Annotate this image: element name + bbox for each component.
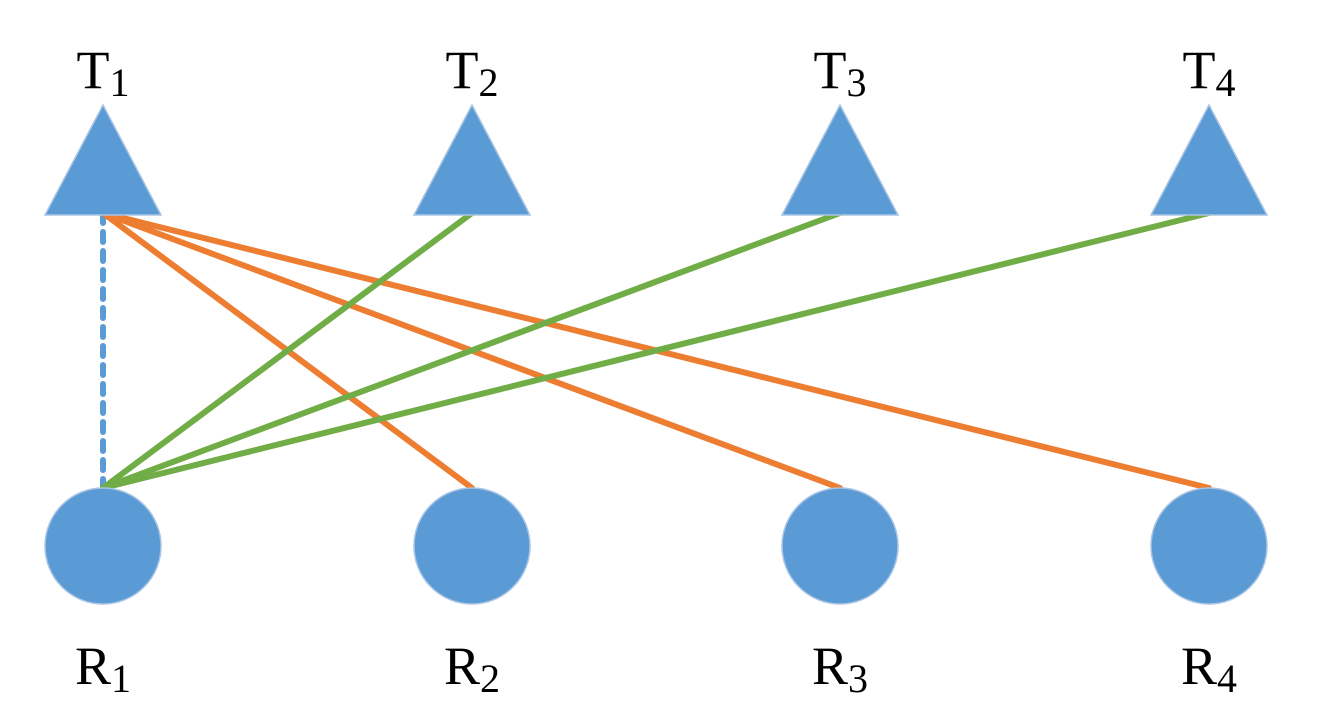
receiver-label-letter: R (444, 636, 480, 696)
link-t4-r1 (100, 210, 1212, 491)
receiver-label-letter: R (75, 636, 111, 696)
receiver-r3 (781, 487, 899, 605)
receiver-r4 (1150, 487, 1268, 605)
receiver-label-letter: R (812, 636, 848, 696)
receiver-label-r1: R1 (75, 636, 131, 701)
link-t2-r1 (100, 210, 475, 491)
receiver-label-r3: R3 (812, 636, 868, 701)
transmitter-t4 (1149, 103, 1269, 216)
transmitter-label-t3: T3 (814, 40, 867, 105)
receiver-label-r2: R2 (444, 636, 500, 701)
transmitter-label-letter: T (77, 40, 110, 100)
nodes-layer (43, 103, 1269, 605)
receiver-label-index: 1 (111, 656, 131, 701)
receiver-label-letter: R (1181, 636, 1217, 696)
link-t3-r1 (100, 210, 843, 491)
receiver-label-r4: R4 (1181, 636, 1237, 701)
links-layer (100, 210, 1212, 491)
receiver-r1 (44, 487, 162, 605)
transmitter-label-t2: T2 (446, 40, 499, 105)
receiver-label-index: 4 (1217, 656, 1237, 701)
receiver-label-index: 3 (848, 656, 868, 701)
receiver-label-index: 2 (480, 656, 500, 701)
transmitter-label-letter: T (446, 40, 479, 100)
transmitter-label-letter: T (1183, 40, 1216, 100)
transmitter-t1 (43, 103, 163, 216)
receiver-r2 (413, 487, 531, 605)
transmitter-label-index: 2 (479, 60, 499, 105)
transmitter-label-t1: T1 (77, 40, 130, 105)
transmitter-label-index: 3 (847, 60, 867, 105)
transmitter-label-index: 4 (1216, 60, 1236, 105)
transmitter-label-letter: T (814, 40, 847, 100)
transmitter-t2 (412, 103, 532, 216)
transmitter-label-index: 1 (110, 60, 130, 105)
transmitter-t3 (780, 103, 900, 216)
transmitter-label-t4: T4 (1183, 40, 1236, 105)
